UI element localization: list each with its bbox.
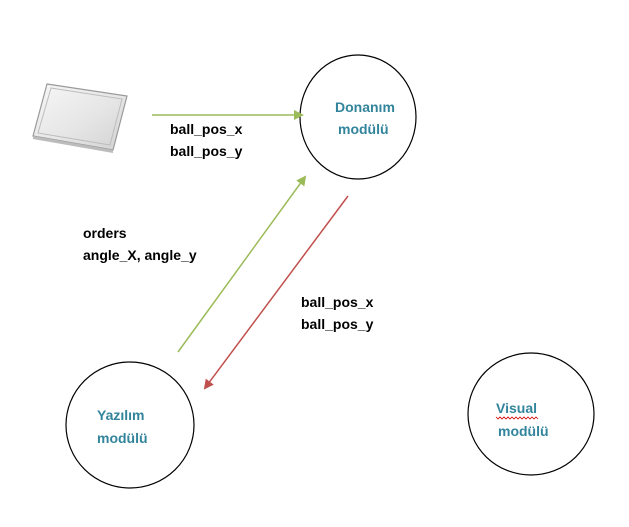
hardware-module-label-line2: modülü bbox=[338, 121, 389, 137]
software-module-circle bbox=[65, 361, 195, 489]
touch-edge-label-line1: ball_pos_x bbox=[170, 121, 243, 137]
hardware-module-node: Donanım modülü bbox=[299, 54, 417, 180]
ball-pos-edge-label-line2: ball_pos_y bbox=[301, 316, 374, 332]
hardware-module-circle bbox=[299, 54, 417, 180]
hardware-module-label-line1: Donanım bbox=[335, 99, 395, 115]
spellcheck-underline bbox=[495, 416, 539, 420]
touch-edge-label-line2: ball_pos_y bbox=[170, 143, 243, 159]
software-to-hardware-arrow bbox=[177, 175, 307, 353]
visual-module-label-line2: modülü bbox=[498, 423, 549, 439]
touch-panel-icon bbox=[32, 83, 128, 153]
orders-edge-label-line1: orders bbox=[83, 225, 127, 241]
visual-module-label-line1: Visual bbox=[496, 400, 537, 416]
software-module-node: Yazılım modülü bbox=[65, 361, 195, 489]
visual-module-circle bbox=[467, 352, 595, 476]
software-module-label-line1: Yazılım bbox=[97, 407, 144, 423]
ball-pos-edge-label-line1: ball_pos_x bbox=[301, 294, 374, 310]
orders-edge-label-line2: angle_X, angle_y bbox=[83, 247, 197, 263]
software-module-label-line2: modülü bbox=[97, 430, 148, 446]
hardware-to-software-arrow bbox=[203, 195, 349, 390]
visual-module-node: Visual modülü bbox=[467, 352, 595, 476]
